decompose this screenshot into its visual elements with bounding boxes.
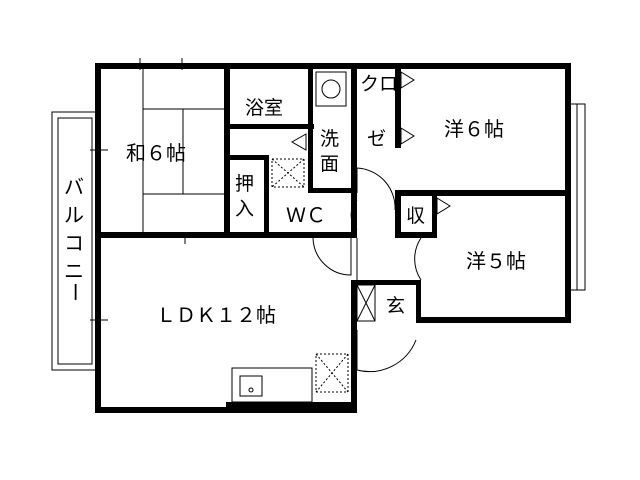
room-label-balcony-2: ル (64, 203, 84, 227)
room-label-yokushitsu: 浴室 (245, 97, 283, 119)
room-label-yoshitsu6: 洋６帖 (444, 117, 504, 141)
room-label-oshiire-2: 入 (235, 198, 254, 220)
room-label-shuno: 収 (406, 205, 425, 227)
room-label-oshiire-1: 押 (235, 173, 254, 195)
room-label-closet-2: ゼ (367, 128, 386, 150)
room-label-wc: ＷＣ (286, 203, 326, 227)
room-label-senmen-1: 洗 (320, 128, 339, 150)
room-label-balcony-5: ー (63, 282, 87, 302)
room-label-closet-1: クロ (360, 73, 398, 95)
room-label-genkan: 玄 (386, 295, 405, 317)
doors (290, 71, 451, 373)
fixtures (231, 71, 349, 403)
room-label-yoshitsu5: 洋５帖 (466, 249, 526, 273)
kitchen-counter-icon (231, 367, 313, 403)
washer-pan-icon (271, 158, 305, 188)
room-label-washitsu: 和６帖 (126, 141, 186, 165)
room-label-balcony-1: バ (64, 175, 84, 199)
room-labels: 和６帖 浴室 洗 面 クロ ゼ 洋６帖 押 入 ＷＣ 収 洋５帖 ＬＤＫ１２帖 … (63, 73, 526, 327)
fridge-space-icon (315, 353, 349, 393)
room-label-senmen-2: 面 (320, 153, 339, 175)
room-label-balcony-3: コ (64, 231, 84, 255)
walls (95, 63, 571, 413)
room-label-balcony-4: ニ (64, 259, 84, 283)
room-label-ldk: ＬＤＫ１２帖 (156, 303, 276, 327)
washbasin-icon (315, 71, 347, 107)
